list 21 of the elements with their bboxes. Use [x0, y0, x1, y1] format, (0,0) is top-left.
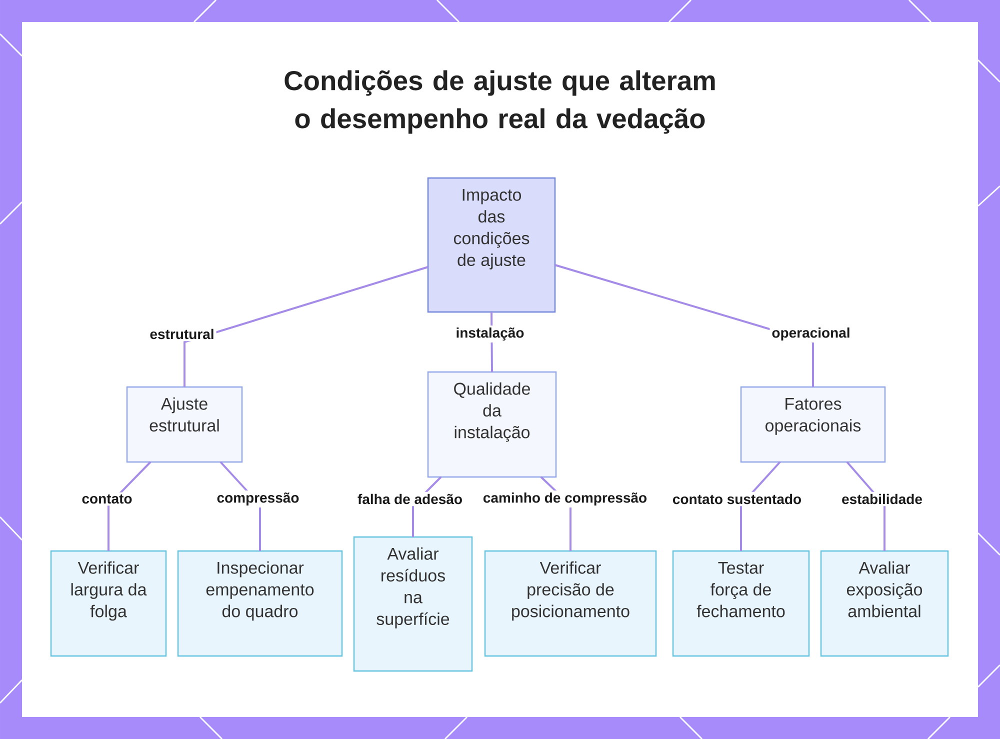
- action-box: Avaliar resíduos na superfície: [353, 536, 473, 672]
- category-box: Qualidade da instalação: [427, 371, 557, 478]
- title: Condições de ajuste que alteram o desempenho real da vedação: [284, 70, 715, 134]
- edge-label: instalação: [454, 325, 526, 343]
- edge-label: estabilidade: [840, 492, 924, 506]
- category-box: Ajuste estrutural: [126, 386, 243, 463]
- edge-label: contato sustentado: [670, 492, 804, 506]
- action-box: Avaliar exposição ambiental: [820, 550, 949, 657]
- action-box: Inspecionar empenamento do quadro: [177, 550, 343, 657]
- category-box: Fatores operacionais: [740, 386, 886, 463]
- action-box: Testar força de fechamento: [672, 550, 810, 657]
- action-box: Verificar largura da folga: [50, 550, 167, 657]
- edge-label: caminho de compressão: [480, 490, 650, 508]
- topic-box: Impacto das condições de ajuste: [427, 177, 556, 313]
- action-box: Verificar precisão de posicionamento: [484, 550, 657, 657]
- edge-label: operacional: [770, 325, 852, 343]
- edge-label: estrutural: [148, 326, 216, 342]
- edge-label: contato: [80, 492, 134, 506]
- edge-label: falha de adesão: [355, 492, 465, 506]
- edge-label: compressão: [214, 490, 302, 508]
- connector: [184, 266, 428, 387]
